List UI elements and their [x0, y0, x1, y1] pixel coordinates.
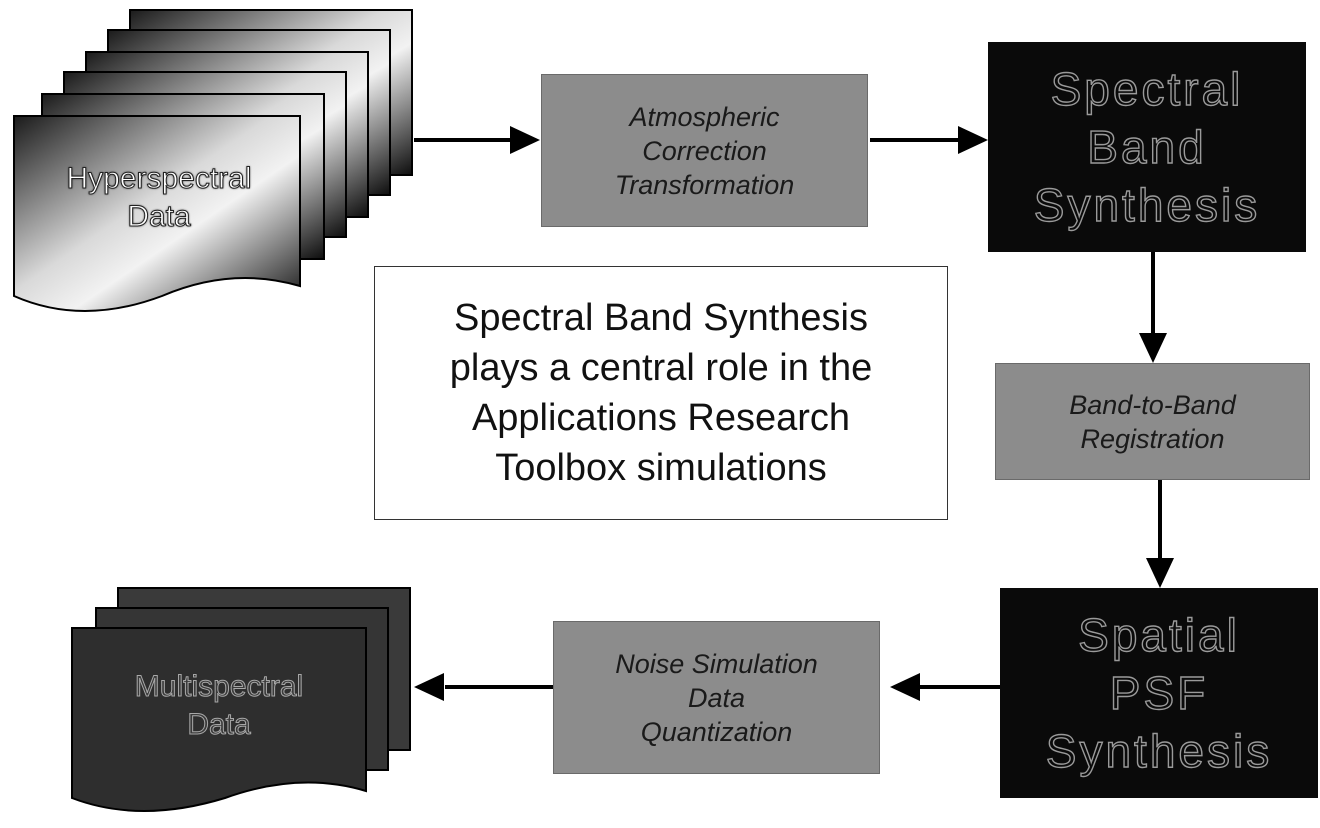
hyperspectral-data-label: Hyperspectral Data	[66, 162, 252, 234]
band-to-band-registration-label: Band-to-Band Registration	[1069, 389, 1236, 454]
noise-simulation-box: Noise Simulation Data Quantization	[553, 621, 880, 774]
multispectral-stack-graphic	[71, 587, 411, 812]
hyperspectral-data-stack: Hyperspectral Data	[12, 8, 422, 323]
atmospheric-correction-label: Atmospheric Correction Transformation	[614, 101, 795, 200]
callout-box: Spectral Band Synthesis plays a central …	[374, 266, 948, 520]
callout-text: Spectral Band Synthesis plays a central …	[449, 297, 873, 489]
band-to-band-registration-box: Band-to-Band Registration	[995, 363, 1310, 480]
noise-simulation-label: Noise Simulation Data Quantization	[615, 648, 818, 747]
spectral-band-synthesis-box: Spectral Band Synthesis	[988, 42, 1306, 252]
atmospheric-correction-box: Atmospheric Correction Transformation	[541, 74, 868, 227]
spatial-psf-synthesis-label: Spatial PSF Synthesis	[1045, 608, 1273, 777]
spatial-psf-synthesis-box: Spatial PSF Synthesis	[1000, 588, 1318, 798]
spectral-band-synthesis-label: Spectral Band Synthesis	[1033, 62, 1261, 231]
multispectral-data-label: Multispectral Data	[134, 670, 304, 742]
multispectral-data-stack: Multispectral Data	[70, 586, 415, 826]
hyperspectral-stack-graphic	[13, 9, 413, 312]
